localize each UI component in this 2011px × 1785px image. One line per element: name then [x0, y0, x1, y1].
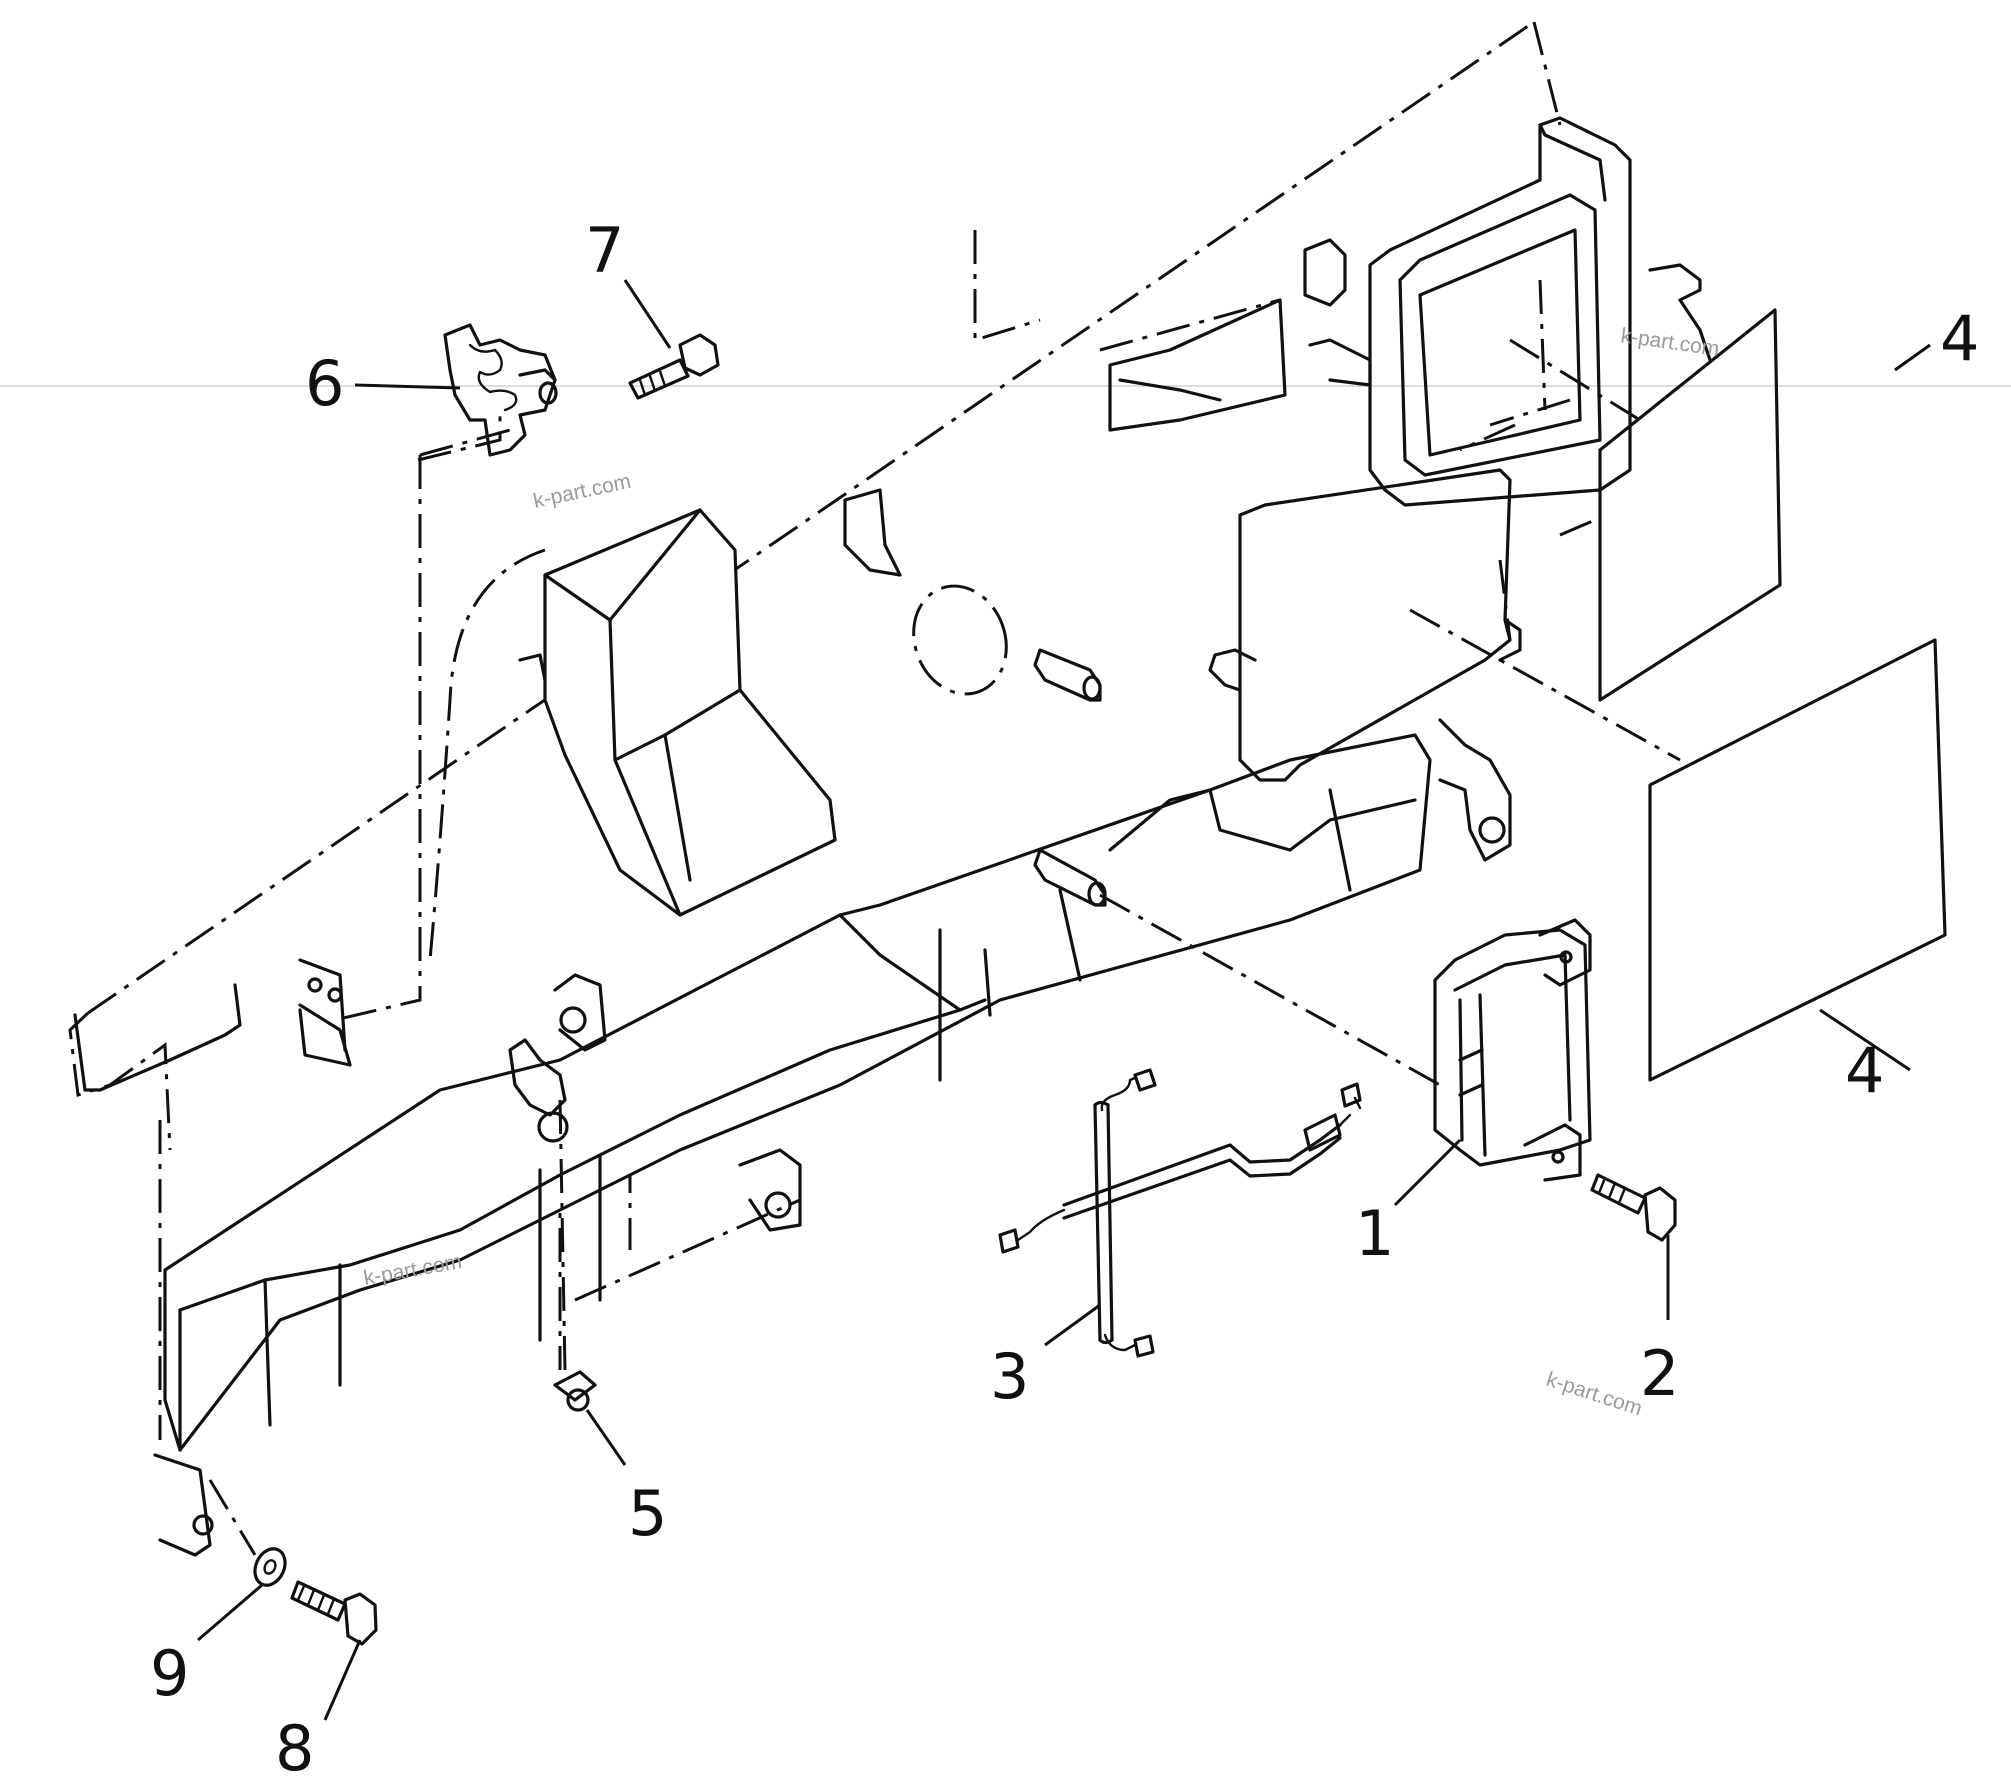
callout-numbers: 1 2 3 4 4 5 6 7 8 9 — [150, 214, 1979, 1785]
watermark-top-right: k-part.com — [1619, 324, 1720, 361]
callout-6: 6 — [305, 347, 344, 420]
spacer-upper — [1033, 648, 1102, 702]
callout-7: 7 — [585, 214, 624, 287]
watermark-top-left: k-part.com — [531, 470, 633, 513]
spacer-lower — [1033, 848, 1107, 907]
part-1-control-module — [1433, 918, 1592, 1182]
part-4-plate-lower — [1648, 638, 1947, 1082]
part-9-washer — [253, 1547, 287, 1587]
leader-lines — [197, 279, 1931, 1721]
ecu-bracket — [843, 116, 1712, 782]
callout-3: 3 — [990, 1340, 1029, 1413]
seal-ring — [912, 584, 1008, 696]
part-2-bolt — [1590, 1173, 1677, 1242]
callout-4-upper: 4 — [1940, 302, 1979, 375]
part-8-bolt — [290, 1580, 378, 1646]
part-5-clip — [553, 1370, 597, 1412]
part-7-bolt — [628, 333, 720, 400]
callout-8: 8 — [275, 1712, 314, 1785]
part-6-spring-latch — [443, 323, 558, 457]
callout-4-lower: 4 — [1845, 1034, 1884, 1107]
callout-2: 2 — [1640, 1337, 1679, 1410]
callout-1: 1 — [1355, 1197, 1394, 1270]
part-3-wire-harness — [998, 1068, 1362, 1358]
callout-5: 5 — [628, 1477, 667, 1550]
assembly-centerlines — [208, 279, 1681, 1556]
watermark-bottom-right: k-part.com — [1543, 1368, 1644, 1421]
duct-assembly — [73, 508, 1512, 1557]
part-4-plate-upper — [1598, 308, 1782, 702]
callout-9: 9 — [150, 1637, 189, 1710]
